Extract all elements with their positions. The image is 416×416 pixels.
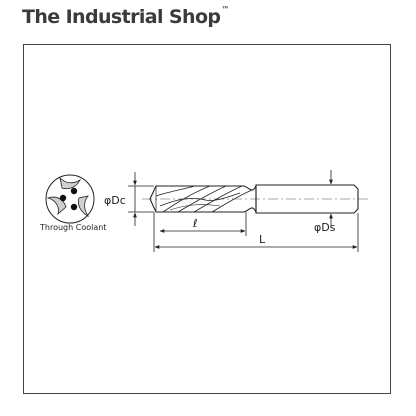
flute-cutout-1: [59, 176, 82, 190]
label-overall-length: L: [259, 233, 266, 246]
coolant-cross-section: [45, 174, 95, 224]
trademark-mark: ™: [221, 5, 230, 14]
drawing-frame: [23, 44, 391, 394]
label-dc: φDc: [104, 194, 126, 207]
coolant-caption: Through Coolant: [39, 223, 106, 232]
coolant-hole-2: [70, 187, 78, 195]
dimension-flute-length: [153, 212, 247, 252]
brand-logo: The Industrial Shop™: [22, 5, 230, 28]
label-flute-length: ℓ: [192, 217, 198, 230]
flute-cutout-2: [78, 195, 90, 218]
drill-shank: [255, 184, 359, 214]
coolant-hole-1: [59, 194, 67, 202]
brand-name: The Industrial Shop: [22, 6, 221, 28]
cross-section-outline: [45, 174, 95, 224]
coolant-hole-3: [70, 203, 78, 211]
drill-tip: [149, 185, 157, 213]
label-ds: φDs: [314, 221, 336, 234]
dimension-overall-length: [154, 213, 359, 252]
drill-body: [149, 185, 257, 213]
dimension-dc: [128, 172, 154, 226]
flute-cutout-3: [46, 196, 67, 216]
